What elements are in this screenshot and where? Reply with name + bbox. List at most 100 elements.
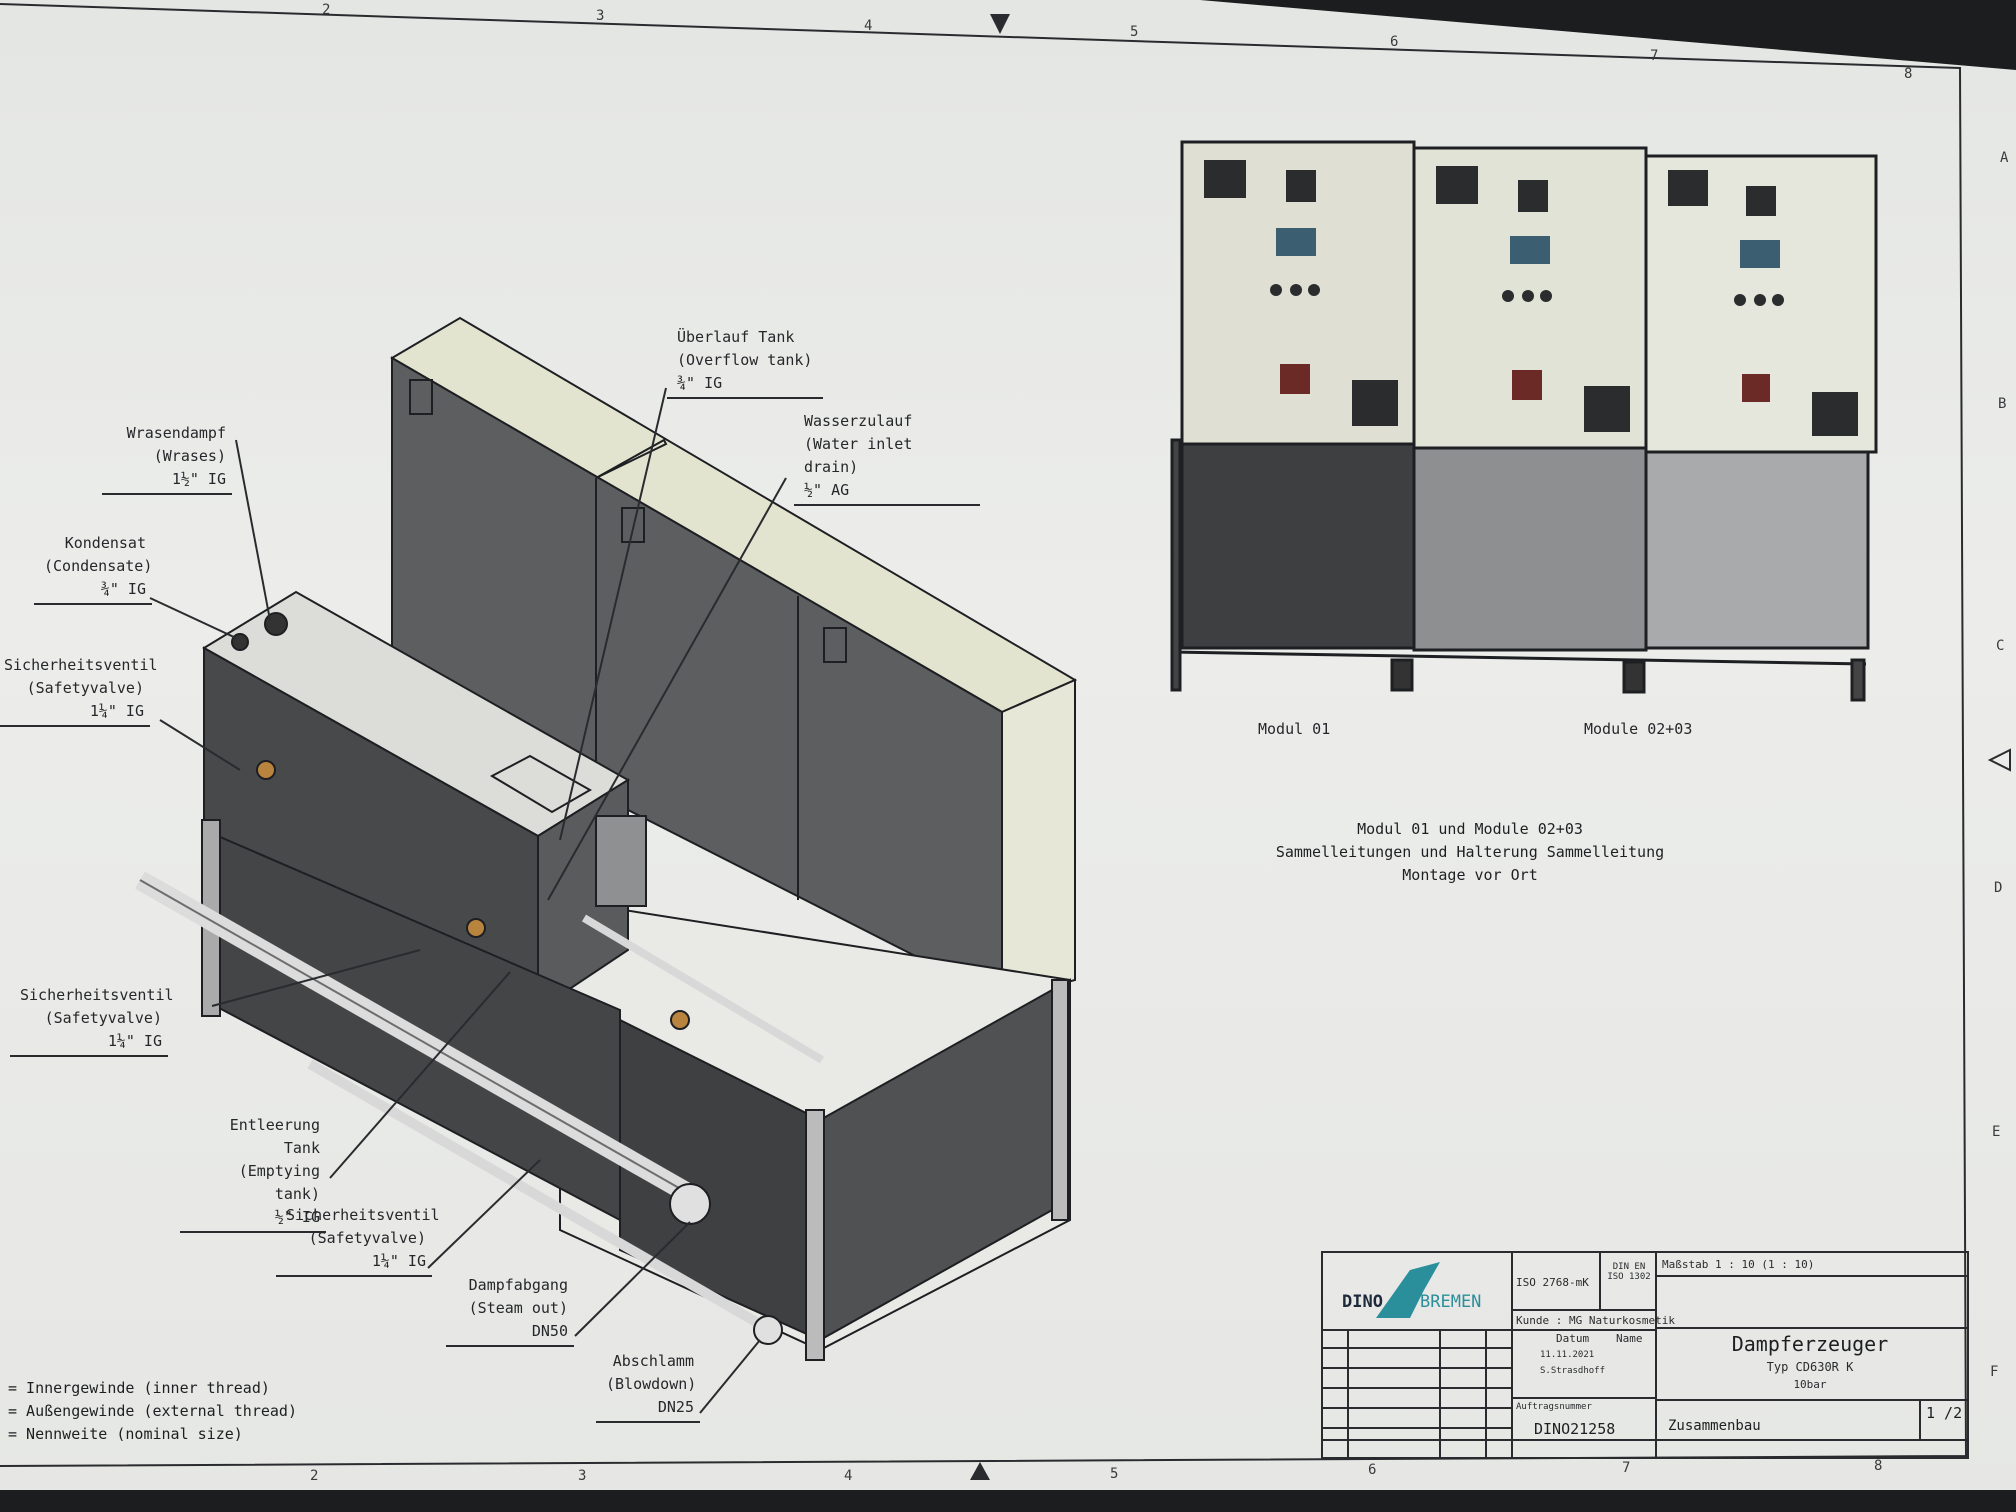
cabinets-front-view (1170, 140, 1878, 702)
center-mark (970, 1462, 990, 1480)
callout-en: (Condensate) (44, 557, 153, 575)
sheet-number: 1 /2 (1926, 1404, 1963, 1422)
order-label: Auftragsnummer (1516, 1402, 1592, 1412)
callout-size: 1¼" IG (89, 702, 144, 720)
callout-en: (Emptying tank) (238, 1162, 320, 1203)
steam-generator-3d-view (135, 316, 1078, 1361)
ruler-num: 5 (1110, 1466, 1119, 1482)
ruler-num: 3 (596, 8, 605, 24)
ruler-num: 3 (578, 1468, 587, 1484)
tank-hatch (489, 754, 593, 814)
cabinet-seam (595, 438, 668, 479)
legend-item: = Außengewinde (external thread) (8, 1402, 297, 1420)
base-rail (1171, 650, 1867, 666)
callout-de: Dampfabgang (468, 1276, 568, 1294)
callout-de: Wasserzulauf (804, 412, 913, 430)
callout-de: Abschlamm (612, 1352, 694, 1370)
screen-bezel (1200, 0, 2016, 70)
scale: Maßstab 1 : 10 (1 : 10) (1662, 1258, 1815, 1271)
logo-text: DINO (1342, 1292, 1383, 1312)
callout-size: ¾" IG (677, 374, 723, 392)
callout-en: (Safetyvalve) (308, 1229, 426, 1247)
callout-de: Entleerung Tank (229, 1116, 320, 1157)
callout-en: (Wrases) (153, 447, 226, 465)
logo-text: BREMEN (1420, 1292, 1482, 1312)
callout-en: (Water inlet drain) (804, 435, 913, 476)
callout-en: (Steam out) (468, 1299, 568, 1317)
leader-lines (149, 387, 787, 1414)
base-cabinet-1 (1180, 442, 1416, 650)
callout-size: DN25 (657, 1398, 694, 1416)
note-line: Montage vor Ort (1402, 866, 1538, 884)
drawn-date: 11.11.2021 (1540, 1350, 1595, 1360)
callout-size: DN50 (531, 1322, 568, 1340)
callout-size: ¾" IG (100, 580, 146, 598)
callout-kondensat: Kondensat (Condensate) ¾" IG (34, 532, 153, 605)
type-designation: Typ CD630R K (1766, 1360, 1854, 1374)
water-inlet-pipe (581, 914, 825, 1064)
cabinet-side (1001, 678, 1076, 1002)
drawn-by: S.Strasdhoff (1540, 1366, 1606, 1376)
cabinet-vent (409, 379, 433, 415)
order-number: DINO21258 (1534, 1420, 1616, 1438)
callout-size: ½" AG (804, 481, 850, 499)
module-label: Modul 01 (1258, 720, 1331, 738)
callout-en: (Safetyvalve) (26, 679, 144, 697)
ruler-num: 7 (1650, 48, 1659, 64)
blowdown-pipe (307, 1059, 773, 1335)
callout-safety-valve-1: Sicherheitsventil (Safetyvalve) 1¼" IG (0, 654, 158, 727)
callout-overflow-tank: Überlauf Tank (Overflow tank) ¾" IG (667, 326, 823, 399)
callout-size: 1¼" IG (107, 1032, 162, 1050)
base-cabinet-3 (1644, 450, 1870, 650)
callout-emptying-tank: Entleerung Tank (Emptying tank) ½" IG (180, 1114, 326, 1233)
cabinet-vent (823, 627, 847, 663)
steam-out-flange (669, 1183, 711, 1225)
callout-de: Wrasendampf (126, 424, 226, 442)
ruler-num: 6 (1368, 1462, 1377, 1478)
note-line: Sammelleitungen und Halterung Sammelleit… (1275, 843, 1665, 861)
callout-size: ½" IG (274, 1208, 320, 1226)
screen-bezel (0, 1490, 2016, 1512)
ruler-num: 7 (1622, 1460, 1631, 1476)
callout-en: (Blowdown) (606, 1375, 697, 1393)
callout-size: 1¼" IG (371, 1252, 426, 1270)
pipe-outline (139, 879, 701, 1201)
legend-item: = Innergewinde (inner thread) (8, 1379, 270, 1397)
leg (1170, 438, 1182, 692)
safety-valve (670, 1010, 690, 1030)
callout-de: Kondensat (64, 534, 146, 552)
blowdown-flange (753, 1315, 783, 1345)
column-date: Datum (1556, 1332, 1590, 1345)
column-name: Name (1616, 1332, 1643, 1345)
callout-blowdown: Abschlamm (Blowdown) DN25 (596, 1350, 700, 1423)
callout-de: Sicherheitsventil (286, 1206, 440, 1224)
abbreviation-legend: = Innergewinde (inner thread) = Außengew… (8, 1377, 297, 1446)
module-label: Module 02+03 (1584, 720, 1693, 738)
frame-leg (1051, 979, 1069, 1221)
center-mark (1987, 748, 2011, 772)
base-cabinet-2 (1412, 446, 1648, 652)
ruler-num: 4 (844, 1468, 853, 1484)
ruler-num: 4 (864, 18, 873, 34)
callout-size: 1½" IG (171, 470, 226, 488)
pressure-rating: 10bar (1793, 1378, 1827, 1391)
ruler-num: 6 (1390, 34, 1399, 50)
callout-en: (Overflow tank) (677, 351, 813, 369)
center-mark (990, 14, 1010, 34)
title-block-frame (1321, 1251, 1969, 1459)
ruler-num: 8 (1874, 1458, 1883, 1474)
foot (1622, 660, 1646, 694)
ruler-num: 2 (322, 2, 331, 18)
drawing-title: Dampferzeuger (1731, 1332, 1889, 1356)
ruler-letter: F (1990, 1364, 1999, 1380)
callout-en: (Safetyvalve) (44, 1009, 162, 1027)
ruler-letter: B (1998, 396, 2007, 412)
ruler-letter: D (1994, 880, 2003, 896)
sheet-frame (0, 3, 1968, 1467)
surface-standard: DIN EN ISO 1302 (1607, 1262, 1651, 1282)
tank-box (595, 815, 647, 907)
ruler-letter: A (2000, 150, 2009, 166)
callout-de: Sicherheitsventil (20, 986, 174, 1004)
